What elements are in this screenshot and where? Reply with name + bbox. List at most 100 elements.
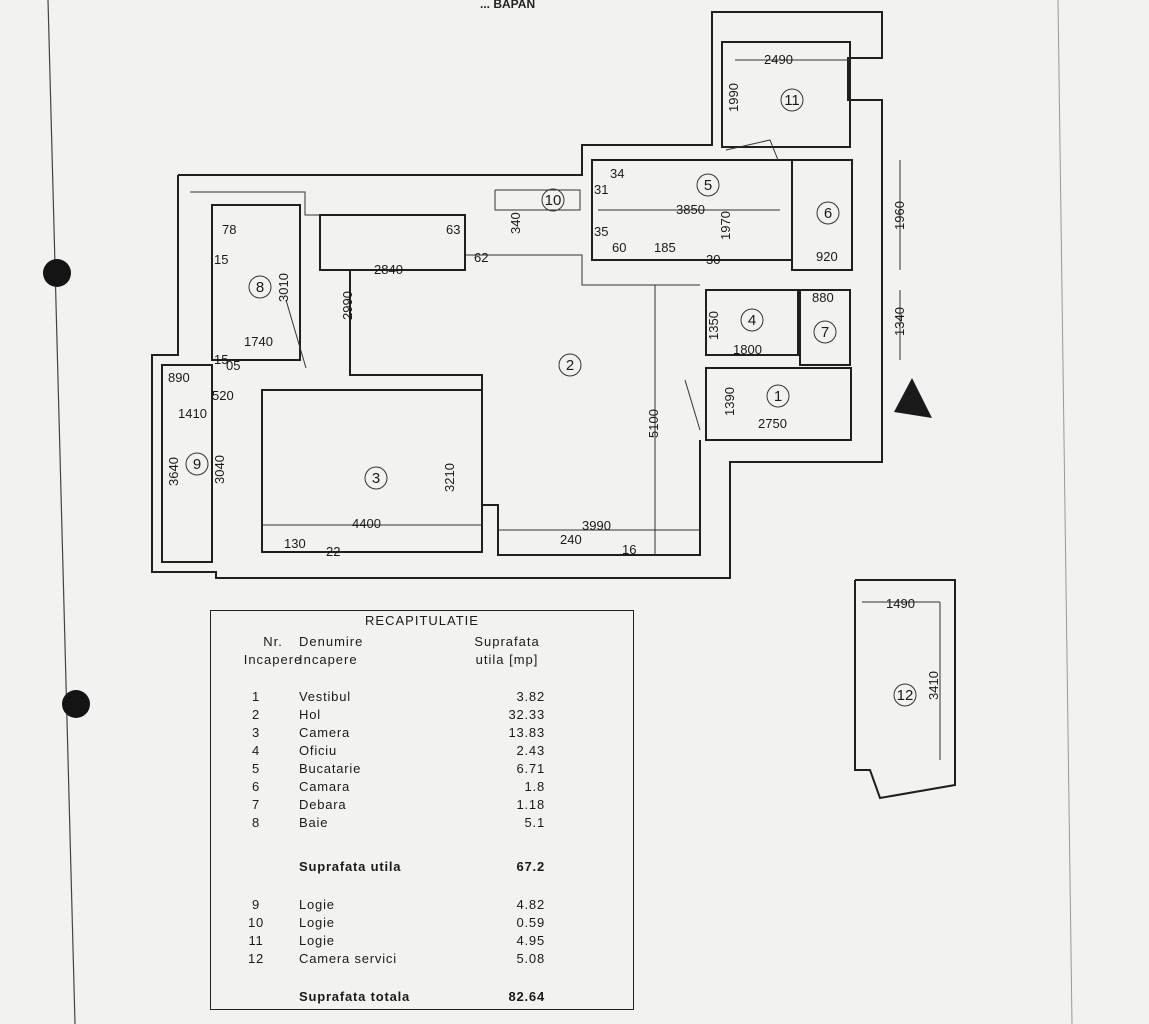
dim-text: 3210	[442, 463, 457, 492]
room-label: 10	[545, 192, 562, 209]
dim-text: 340	[508, 212, 523, 234]
north-arrow-icon	[894, 378, 932, 418]
room-marker-5	[696, 173, 720, 197]
dim-text: 31	[594, 182, 608, 197]
room-marker-1	[766, 384, 790, 408]
bath-fixture	[319, 214, 466, 271]
dim-text: 1350	[706, 311, 721, 340]
header-area: Suprafata utila [mp]	[474, 634, 540, 667]
dim-text: 5100	[646, 409, 661, 438]
dim-text: 15	[214, 252, 228, 267]
dim-text: 1340	[892, 307, 907, 336]
dim-text: 1740	[244, 334, 273, 349]
dim-text: 2750	[758, 416, 787, 431]
room-marker-8	[248, 275, 272, 299]
room-marker-4	[740, 308, 764, 332]
dim-text: 78	[222, 222, 236, 237]
dim-text: 3410	[926, 671, 941, 700]
dim-text: 30	[706, 252, 720, 267]
dim-text: 2490	[764, 52, 793, 67]
room-marker-12	[893, 683, 917, 707]
dim-text: 4400	[352, 516, 381, 531]
outer-wall	[151, 11, 883, 579]
header-nr: Nr. Incapere	[243, 634, 303, 667]
dim-text: 16	[622, 542, 636, 557]
room-label: 6	[824, 205, 832, 222]
door-swing	[684, 379, 701, 431]
dim-text: 3990	[582, 518, 611, 533]
dim-text: 2840	[374, 262, 403, 277]
dim-text: 1990	[726, 83, 741, 112]
dim-text: 34	[610, 166, 624, 181]
room-10-walls	[494, 189, 581, 211]
room-label: 5	[704, 177, 712, 194]
room-7-walls	[799, 289, 851, 366]
room-label: 2	[566, 357, 574, 374]
dim-text: 3010	[276, 273, 291, 302]
dim-text: 22	[326, 544, 340, 559]
dim-text: 920	[816, 249, 838, 264]
dim-text: 1960	[892, 201, 907, 230]
room-marker-3	[364, 466, 388, 490]
dim-text: 2990	[340, 291, 355, 320]
margin-line	[47, 0, 76, 1024]
recap-table: RECAPITULATIE Nr. Incapere Denumire Inca…	[210, 610, 634, 1010]
dim-text: 3640	[166, 457, 181, 486]
binder-hole-icon	[62, 690, 90, 718]
room-label: 7	[821, 324, 829, 341]
dim-text: 1390	[722, 387, 737, 416]
dim-text: 240	[560, 532, 582, 547]
dim-text: 130	[284, 536, 306, 551]
room-label: 8	[256, 279, 264, 296]
dim-text: 35	[594, 224, 608, 239]
dim-text: 15	[214, 352, 228, 367]
room-label: 12	[897, 687, 914, 704]
room-9-walls	[161, 364, 213, 563]
dimension-labels: 2490 1990 3850 1970 1960 920 880 1340 13…	[166, 52, 941, 700]
room-markers: 1 2 3 4 5 6 7 8 9 10 11 12	[185, 88, 917, 707]
dim-text: 62	[474, 250, 488, 265]
dim-text: 1490	[886, 596, 915, 611]
dim-text: 1970	[718, 211, 733, 240]
room-label: 3	[372, 470, 380, 487]
stamp-text: ... BAPAN	[480, 0, 535, 11]
room-11-walls	[721, 41, 851, 148]
dim-text: 3040	[212, 455, 227, 484]
margin-line-right	[1057, 0, 1073, 1024]
room-6-walls	[791, 159, 853, 271]
room-12-walls	[854, 579, 956, 800]
dim-text: 1800	[733, 342, 762, 357]
binder-hole-icon	[43, 259, 71, 287]
dim-text: 520	[212, 388, 234, 403]
dim-text: 890	[168, 370, 190, 385]
header-name: Denumire Incapere	[299, 634, 364, 667]
dim-text: 880	[812, 290, 834, 305]
room-label: 4	[748, 312, 756, 329]
dim-text: 05	[226, 358, 240, 373]
room-label: 11	[784, 92, 800, 109]
room-1-walls	[705, 367, 852, 441]
room-marker-6	[816, 201, 840, 225]
dim-text: 60	[612, 240, 626, 255]
room-marker-11	[780, 88, 804, 112]
door-swing	[725, 139, 779, 161]
room-marker-7	[813, 320, 837, 344]
dim-text: 185	[654, 240, 676, 255]
room-marker-10	[541, 188, 565, 212]
dim-text: 63	[446, 222, 460, 237]
